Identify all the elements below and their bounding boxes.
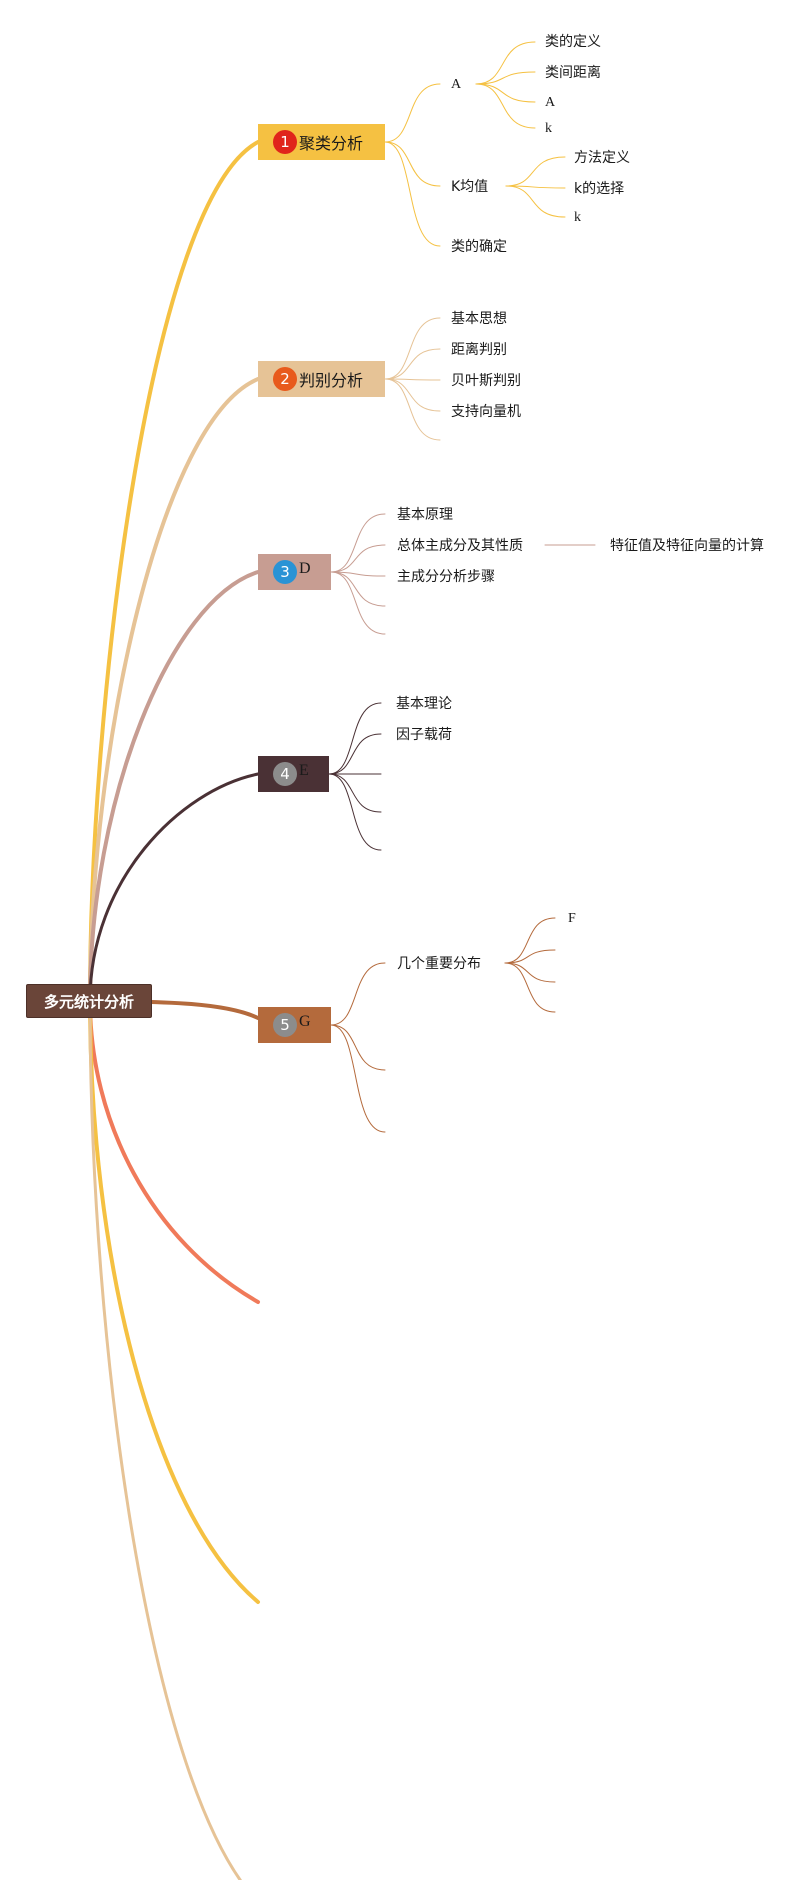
leaf-class-definition[interactable]: 类的定义 (545, 34, 601, 50)
b3-fan-3 (330, 571, 386, 607)
leaf-factor-loading[interactable]: 因子载荷 (396, 727, 452, 743)
branch-node-1[interactable]: 1 聚类分析 (258, 124, 385, 160)
leaf-k-2[interactable]: k (574, 210, 581, 225)
b1-fan-1 (384, 141, 441, 187)
b2-fan-0 (384, 317, 441, 380)
b2-fan-3 (384, 378, 441, 412)
b5a-fan-2 (504, 962, 556, 983)
b2-fan-2 (384, 378, 441, 381)
b5a-fan-0 (504, 917, 556, 964)
leaf-inter-class-distance[interactable]: 类间距离 (545, 65, 601, 81)
subtopic-class-determination[interactable]: 类的确定 (451, 239, 507, 255)
b5-fan-0 (330, 962, 386, 1026)
subtopic-a[interactable]: A (451, 77, 462, 92)
leaf-basic-principle[interactable]: 基本原理 (397, 507, 453, 523)
root-node[interactable]: 多元统计分析 (26, 984, 152, 1018)
leaf-method-definition[interactable]: 方法定义 (574, 150, 630, 166)
branch-line-2 (88, 377, 260, 1003)
b4-fan-1 (328, 733, 382, 775)
branch-line-1 (88, 140, 260, 1003)
b1a-fan-3 (475, 83, 536, 129)
leaf-basic-theory[interactable]: 基本理论 (396, 696, 452, 712)
leaf-bayes-discrimination[interactable]: 贝叶斯判别 (451, 373, 521, 389)
branch-label-2: 判别分析 (299, 371, 364, 390)
number-badge-2: 2 (273, 367, 297, 391)
b4-fan-4 (328, 773, 382, 851)
number-badge-4: 4 (273, 762, 297, 786)
b3-fan-4 (330, 571, 386, 635)
leaf-k[interactable]: k (545, 121, 552, 136)
b1k-fan-2 (505, 185, 566, 218)
subtopic-important-distributions[interactable]: 几个重要分布 (397, 956, 481, 972)
leaf-eigen-computation[interactable]: 特征值及特征向量的计算 (610, 538, 764, 554)
branch-node-4[interactable]: 4 E (258, 756, 329, 792)
branch-line-6 (88, 999, 260, 1304)
leaf-f[interactable]: F (568, 911, 576, 926)
branch-label-3: D (299, 560, 311, 577)
number-badge-5: 5 (273, 1013, 297, 1037)
b4-fan-0 (328, 702, 382, 775)
branch-line-7 (88, 999, 260, 1604)
branch-node-5[interactable]: 5 G (258, 1007, 331, 1043)
b4-fan-3 (328, 773, 382, 813)
branch-line-3 (88, 570, 260, 1003)
leaf-pca-steps[interactable]: 主成分分析步骤 (397, 569, 495, 585)
branch-label-5: G (299, 1013, 311, 1030)
b3-fan-2 (330, 571, 386, 577)
b2-fan-4 (384, 378, 441, 441)
branch-line-8 (88, 999, 243, 1880)
root-label: 多元统计分析 (43, 992, 134, 1011)
b5a-fan-3 (504, 962, 556, 1013)
number-badge-3: 3 (273, 560, 297, 584)
leaf-distance-discrimination[interactable]: 距离判别 (451, 342, 507, 358)
b2-fan-1 (384, 348, 441, 380)
b5-fan-2 (330, 1024, 386, 1133)
leaf-a[interactable]: A (545, 95, 556, 110)
b1k-fan-0 (505, 156, 566, 187)
b1k-fan-1 (505, 185, 566, 189)
branch-label-4: E (299, 762, 309, 779)
subtopic-k-means[interactable]: K均值 (451, 179, 489, 195)
branch-line-4 (88, 772, 260, 1003)
b1a-fan-2 (475, 83, 536, 103)
b5-fan-1 (330, 1024, 386, 1071)
b5a-fan-1 (504, 949, 556, 964)
b1-fan-2 (384, 141, 441, 247)
subtopic-population-pc[interactable]: 总体主成分及其性质 (397, 538, 523, 554)
b1a-fan-0 (475, 41, 536, 85)
b3-fan-1 (330, 544, 386, 573)
branch-label-1: 聚类分析 (299, 134, 364, 153)
number-badge-1: 1 (273, 130, 297, 154)
b1-fan-0 (384, 83, 441, 143)
branch-node-2[interactable]: 2 判别分析 (258, 361, 385, 397)
leaf-basic-idea[interactable]: 基本思想 (451, 311, 507, 327)
b3-fan-0 (330, 513, 386, 573)
leaf-support-vector-machine[interactable]: 支持向量机 (451, 404, 521, 420)
b1a-fan-1 (475, 71, 536, 85)
branch-node-3[interactable]: 3 D (258, 554, 331, 590)
leaf-k-selection[interactable]: k的选择 (574, 181, 625, 197)
